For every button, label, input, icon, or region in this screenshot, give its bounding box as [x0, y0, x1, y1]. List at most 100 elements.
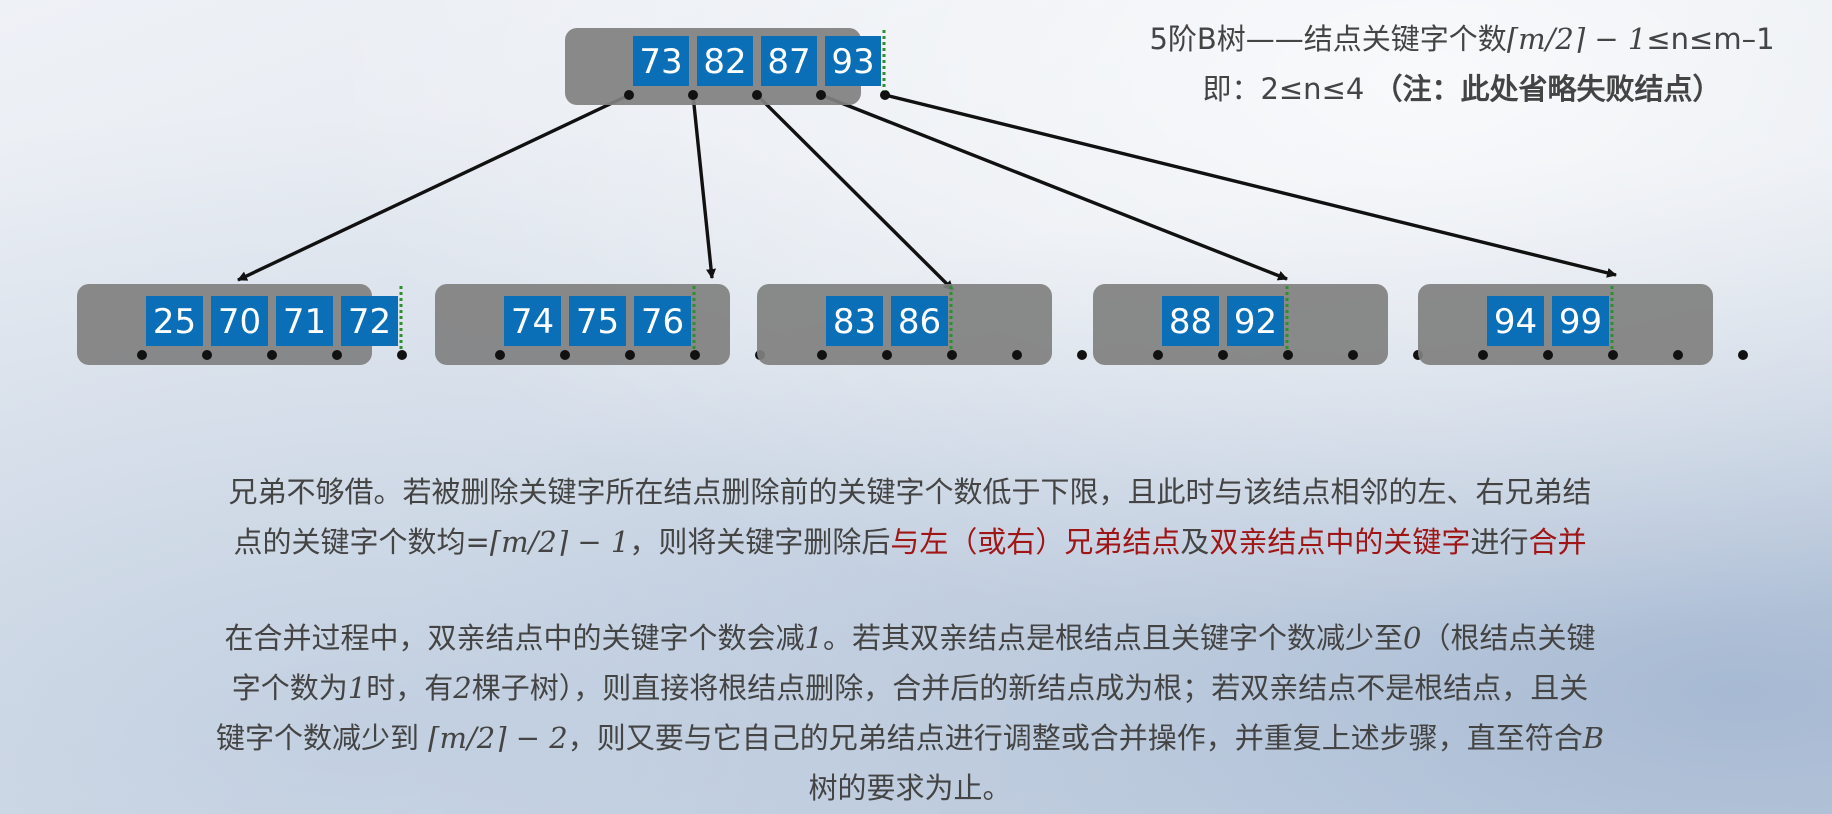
key-box	[1552, 296, 1609, 346]
pointer-dot	[1077, 350, 1087, 360]
pointer-dot	[817, 350, 827, 360]
pointer-dot	[1738, 350, 1748, 360]
highlight-merge: 合并	[1528, 525, 1587, 559]
formula: ⌈m/2⌉ − 2	[428, 721, 568, 755]
child-pointer-arrow	[884, 93, 1617, 278]
text-segment: 在合并过程中，双亲结点中的关键字个数会减	[224, 621, 805, 655]
order-note-line2: 即：2≤n≤4 （注：此处省略失败结点）	[1092, 64, 1832, 114]
key-box	[825, 36, 881, 86]
key-box	[504, 296, 561, 346]
paragraph-process-line1: 在合并过程中，双亲结点中的关键字个数会减1。若其双亲结点是根结点且关键字个数减少…	[80, 613, 1740, 663]
pointer-dot	[1283, 350, 1293, 360]
text-segment: 及	[1180, 525, 1210, 559]
text-segment: 时，有	[366, 671, 454, 705]
key-label: 93	[831, 42, 874, 82]
key-label: 94	[1494, 302, 1537, 342]
order-note-annotation: （注：此处省略失败结点）	[1373, 72, 1722, 106]
key-label: 71	[283, 302, 326, 342]
pointer-dot	[267, 350, 277, 360]
paragraph-merge-line2: 点的关键字个数均=⌈m/2⌉ − 1，则将关键字删除后与左（或右）兄弟结点及双亲…	[80, 517, 1740, 567]
pointer-dot	[1348, 350, 1358, 360]
key-box	[1227, 296, 1284, 346]
paragraph-merge-rule: 兄弟不够借。若被删除关键字所在结点删除前的关键字个数低于下限，且此时与该结点相邻…	[80, 467, 1740, 567]
text-segment: 点的关键字个数均=	[233, 525, 490, 559]
pointer-dot	[624, 90, 634, 100]
child-pointer-arrow	[820, 93, 1288, 281]
key-box	[1487, 296, 1544, 346]
pointer-dot	[137, 350, 147, 360]
pointer-dot	[688, 90, 698, 100]
key-box	[146, 296, 203, 346]
key-box	[634, 296, 691, 346]
pointer-dot	[752, 90, 762, 100]
highlight-parent-key: 双亲结点中的关键字	[1209, 525, 1471, 559]
paragraph-merge-line1: 兄弟不够借。若被删除关键字所在结点删除前的关键字个数低于下限，且此时与该结点相邻…	[228, 475, 1592, 509]
key-box	[569, 296, 626, 346]
key-box	[1162, 296, 1219, 346]
key-label: 88	[1169, 302, 1212, 342]
text-segment: 。若其双亲结点是根结点且关键字个数减少至	[822, 621, 1403, 655]
key-box	[761, 36, 817, 86]
pointer-dot	[882, 350, 892, 360]
formula: B	[1582, 721, 1605, 755]
paragraph-merge-process: 在合并过程中，双亲结点中的关键字个数会减1。若其双亲结点是根结点且关键字个数减少…	[80, 613, 1740, 813]
child-node-1: 25 70 71 72	[77, 284, 407, 365]
paragraph-process-line4: 树的要求为止。	[808, 771, 1012, 805]
text-segment: ，则又要与它自己的兄弟结点进行调整或合并操作，并重复上述步骤，直至符合	[567, 721, 1583, 755]
key-label: 76	[641, 302, 684, 342]
pointer-dot	[880, 90, 890, 100]
pointer-dot	[495, 350, 505, 360]
pointer-dot	[1478, 350, 1488, 360]
order-note-suffix: ≤n≤m–1	[1646, 22, 1775, 56]
pointer-dot	[1218, 350, 1228, 360]
text-segment: 棵子树），则直接将根结点删除，合并后的新结点成为根；若双亲结点不是根结点，且关	[471, 671, 1589, 705]
key-label: 92	[1234, 302, 1277, 342]
child-pointer-arrow	[237, 93, 630, 282]
paragraph-process-line2: 字个数为1时，有2棵子树），则直接将根结点删除，合并后的新结点成为根；若双亲结点…	[80, 663, 1740, 713]
child-pointer-arrow	[755, 93, 955, 292]
formula: 1	[804, 621, 823, 655]
order-note-prefix: 5阶B树——结点关键字个数	[1149, 22, 1507, 56]
key-box	[891, 296, 948, 346]
edges-layer	[237, 93, 1617, 292]
pointer-dot	[560, 350, 570, 360]
text-segment: 字个数为	[231, 671, 348, 705]
child-node-5: 94 99	[1418, 284, 1748, 365]
pointer-dot	[1012, 350, 1022, 360]
child-pointer-arrow	[691, 94, 717, 279]
pointer-dot	[690, 350, 700, 360]
key-box	[211, 296, 268, 346]
key-label: 72	[348, 302, 391, 342]
key-box	[697, 36, 753, 86]
key-box	[341, 296, 398, 346]
formula: 0	[1403, 621, 1422, 655]
child-node-4: 88 92	[1093, 284, 1423, 365]
pointer-dot	[1153, 350, 1163, 360]
key-label: 86	[898, 302, 941, 342]
text-segment: ，则将关键字删除后	[629, 525, 891, 559]
pointer-dot	[1543, 350, 1553, 360]
key-label: 70	[218, 302, 261, 342]
key-box	[276, 296, 333, 346]
order-note-formula: ⌈m/2⌉ − 1	[1506, 22, 1647, 56]
text-segment: （根结点关键	[1421, 621, 1596, 655]
key-label: 75	[576, 302, 619, 342]
formula: ⌈m/2⌉ − 1	[489, 525, 630, 559]
formula: 1	[347, 671, 367, 705]
key-label: 82	[703, 42, 746, 82]
key-box	[633, 36, 689, 86]
pointer-dot	[625, 350, 635, 360]
highlight-sibling: 与左（或右）兄弟结点	[890, 525, 1181, 559]
text-segment: 键字个数减少到	[215, 721, 429, 755]
key-box	[826, 296, 883, 346]
key-label: 99	[1559, 302, 1602, 342]
pointer-dot	[1608, 350, 1618, 360]
key-label: 25	[153, 302, 196, 342]
order-note: 5阶B树——结点关键字个数⌈m/2⌉ − 1≤n≤m–1 即：2≤n≤4 （注：…	[1092, 14, 1832, 114]
pointer-dot	[1673, 350, 1683, 360]
pointer-dot	[816, 90, 826, 100]
pointer-dot	[202, 350, 212, 360]
